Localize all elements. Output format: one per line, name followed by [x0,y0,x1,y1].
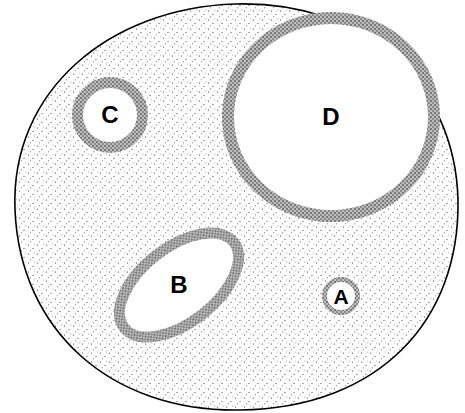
vessel-c: C [72,77,148,153]
vessel-b: B [108,228,250,342]
vessel-d: D [222,12,440,222]
part-letter: C [101,103,118,127]
part-letter: A [333,286,348,307]
vessel-wall [325,280,358,313]
outer-outline [15,4,458,410]
vessel-wall [78,83,143,148]
vessel-a: A [322,277,360,315]
vessel-wall [101,213,257,358]
part-letter: D [322,105,339,129]
vessel-wall [228,18,434,216]
part-letter: B [170,273,187,297]
